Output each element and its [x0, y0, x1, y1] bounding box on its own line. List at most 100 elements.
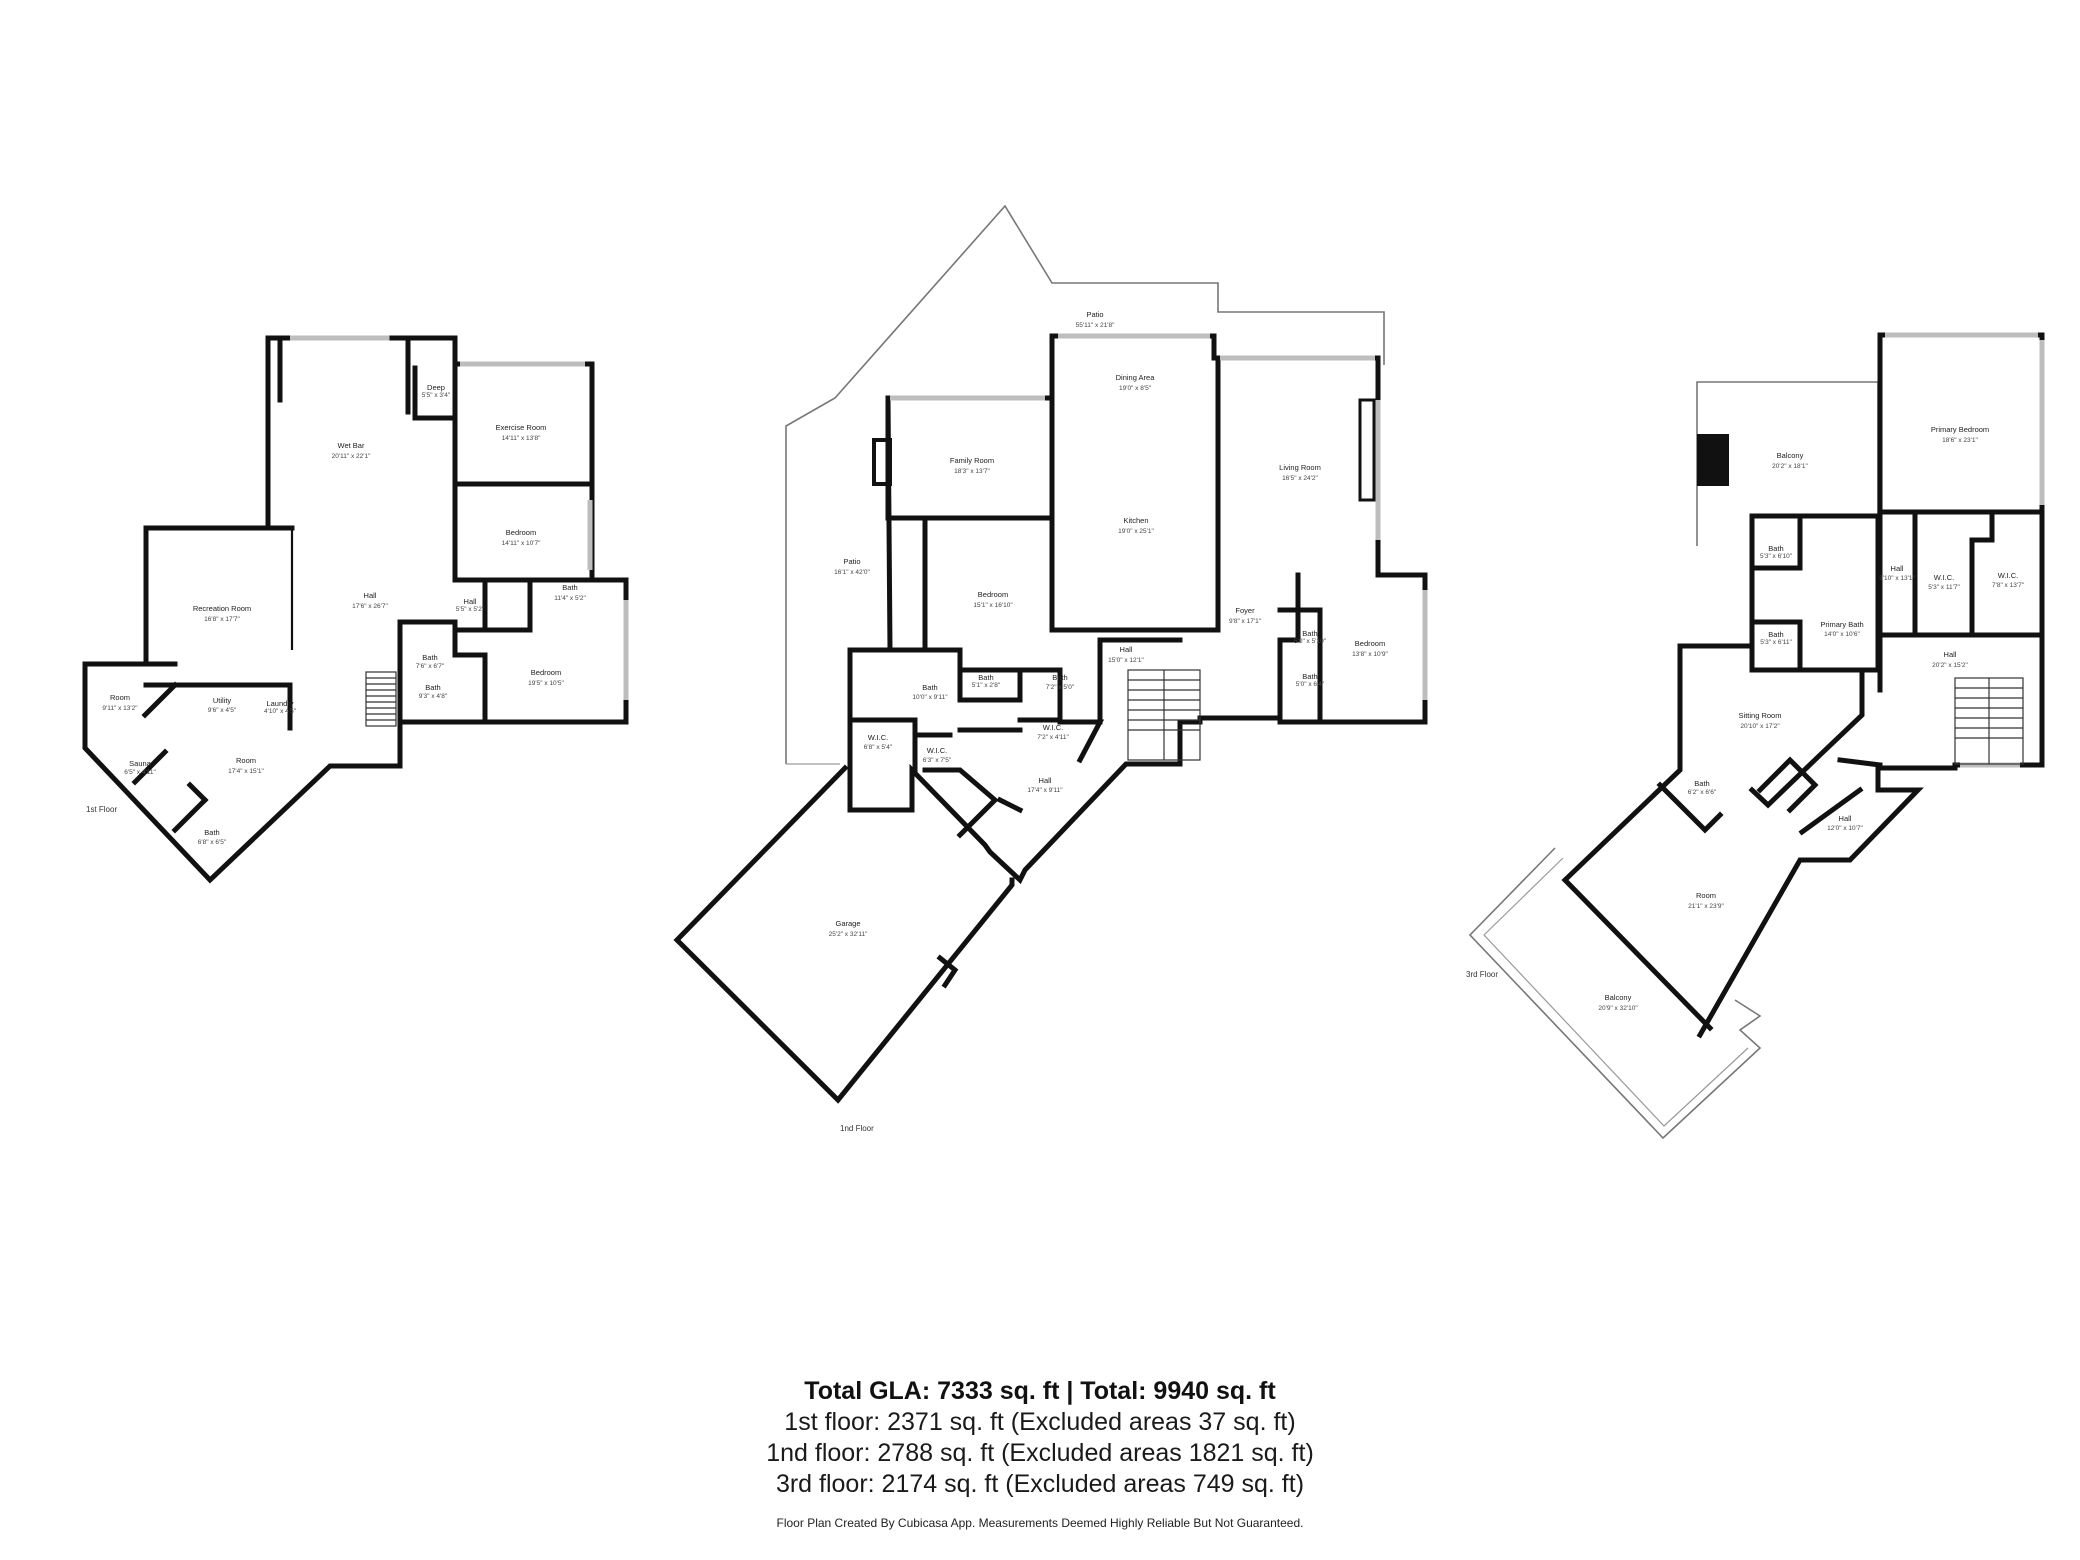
room-name: Hall [1839, 814, 1852, 823]
room-name: Patio [843, 557, 860, 566]
room-name: W.I.C. [1043, 723, 1063, 732]
room-dimensions: 19'0" x 25'1" [1118, 528, 1154, 535]
room-dimensions: 15'0" x 12'1" [1108, 657, 1144, 664]
room-name: Utility [213, 696, 232, 705]
room-name: Kitchen [1123, 516, 1148, 525]
room-name: Room [110, 693, 130, 702]
room-name: Primary Bedroom [1931, 425, 1989, 434]
room-dimensions: 4'10" x 4'5" [264, 708, 297, 715]
room-dimensions: 7'2" x 5'0" [1046, 684, 1075, 691]
room-dimensions: 5'3" x 6'10" [1760, 553, 1793, 560]
room-name: Garage [835, 919, 860, 928]
room-dimensions: 6'3" x 7'5" [923, 757, 952, 764]
room-name: Laundry [266, 699, 293, 708]
room-dimensions: 20'9" x 32'10" [1598, 1005, 1638, 1012]
room-name: Bedroom [531, 668, 561, 677]
room-name: Room [1696, 891, 1716, 900]
room-dimensions: 20'10" x 17'2" [1740, 723, 1780, 730]
room-dimensions: 9'8" x 17'1" [1229, 618, 1262, 625]
room-name: Sitting Room [1739, 711, 1782, 720]
room-name: Bath [204, 828, 219, 837]
room-dimensions: 9'6" x 4'5" [208, 707, 237, 714]
floor-label: 1st Floor [86, 805, 117, 814]
room-labels: Wet Bar 20'11" x 22'1" Exercise Room 14'… [86, 310, 2025, 1133]
room-name: Foyer [1235, 606, 1255, 615]
room-name: Patio [1086, 310, 1103, 319]
room-name: Family Room [950, 456, 994, 465]
room-name: Bedroom [978, 590, 1008, 599]
room-name: W.I.C. [1934, 573, 1954, 582]
room-dimensions: 14'11" x 13'8" [502, 435, 541, 442]
room-dimensions: 20'2" x 18'1" [1772, 463, 1808, 470]
room-dimensions: 5'1" x 2'8" [972, 682, 1001, 689]
room-dimensions: 18'3" x 13'7" [954, 468, 990, 475]
floor-label: 3rd Floor [1466, 970, 1498, 979]
room-name: Hall [1944, 650, 1957, 659]
room-name: Hall [1120, 645, 1133, 654]
room-dimensions: 16'1" x 42'0" [834, 569, 870, 576]
room-dimensions: 5'3" x 6'11" [1760, 639, 1792, 646]
room-dimensions: 15'1" x 16'10" [973, 602, 1013, 609]
room-name: Bath [1052, 673, 1067, 682]
room-dimensions: 55'11" x 21'8" [1076, 322, 1115, 329]
room-name: Bath [922, 683, 937, 692]
room-dimensions: 6'2" x 6'6" [1688, 789, 1717, 796]
room-name: Primary Bath [1820, 620, 1863, 629]
room-dimensions: 5'5" x 3'4" [422, 392, 451, 399]
room-dimensions: 5'0" x 6'4" [1296, 681, 1325, 688]
room-name: W.I.C. [1998, 571, 2018, 580]
room-dimensions: 17'4" x 9'11" [1027, 787, 1063, 794]
room-dimensions: 20'11" x 22'1" [332, 453, 371, 460]
room-dimensions: 25'2" x 32'11" [829, 931, 868, 938]
room-name: Room [236, 756, 256, 765]
room-name: Recreation Room [193, 604, 251, 613]
chimney-icon [1697, 434, 1729, 486]
room-name: Balcony [1777, 451, 1804, 460]
second-floor-plan [673, 204, 1428, 1104]
room-dimensions: 12'0" x 10'7" [1827, 825, 1863, 832]
room-name: Balcony [1605, 993, 1632, 1002]
room-name: Living Room [1279, 463, 1321, 472]
room-dimensions: 7'6" x 6'7" [416, 663, 445, 670]
room-name: Bath [562, 583, 577, 592]
room-dimensions: 5'3" x 11'7" [1928, 584, 1960, 591]
third-floor-plan [1468, 332, 2045, 1140]
room-name: Bath [1694, 779, 1709, 788]
room-name: Wet Bar [338, 441, 365, 450]
room-name: Bath [1302, 672, 1317, 681]
room-name: Sauna [129, 759, 152, 768]
room-dimensions: 17'6" x 26'7" [352, 603, 388, 610]
room-dimensions: 16'8" x 17'7" [204, 616, 240, 623]
room-dimensions: 18'6" x 23'1" [1942, 437, 1978, 444]
room-dimensions: 6'8" x 6'5" [198, 839, 227, 846]
room-dimensions: 7'2" x 4'11" [1037, 734, 1069, 741]
room-dimensions: 3'10" x 13'1" [1879, 575, 1915, 582]
room-dimensions: 5'5" x 5'2" [456, 606, 485, 613]
room-name: W.I.C. [868, 733, 888, 742]
room-name: Bedroom [506, 528, 536, 537]
room-dimensions: 13'8" x 10'9" [1352, 651, 1388, 658]
room-dimensions: 9'11" x 13'2" [102, 705, 138, 712]
room-dimensions: 6'5" x 4'11" [124, 769, 156, 776]
room-dimensions: 20'2" x 15'2" [1932, 662, 1968, 669]
room-name: Bath [1768, 544, 1783, 553]
first-floor-stairs [365, 671, 397, 727]
second-floor-stairs [1127, 669, 1201, 761]
room-name: Hall [1891, 564, 1904, 573]
room-dimensions: 19'0" x 8'5" [1119, 385, 1152, 392]
room-dimensions: 10'0" x 9'11" [912, 694, 948, 701]
floor-area-line: 1nd floor: 2788 sq. ft (Excluded areas 1… [766, 1439, 1314, 1467]
room-dimensions: 21'1" x 23'9" [1688, 903, 1724, 910]
room-name: Exercise Room [496, 423, 547, 432]
room-name: Hall [464, 597, 477, 606]
first-floor-plan [82, 335, 629, 884]
room-name: Bath [425, 683, 440, 692]
room-name: Bedroom [1355, 639, 1385, 648]
room-name: Bath [1768, 630, 1783, 639]
floor-label: 1nd Floor [840, 1124, 874, 1133]
room-dimensions: 14'11" x 10'7" [502, 540, 541, 547]
room-name: Bath [978, 673, 993, 682]
room-name: Bath [422, 653, 437, 662]
room-name: W.I.C. [927, 746, 947, 755]
